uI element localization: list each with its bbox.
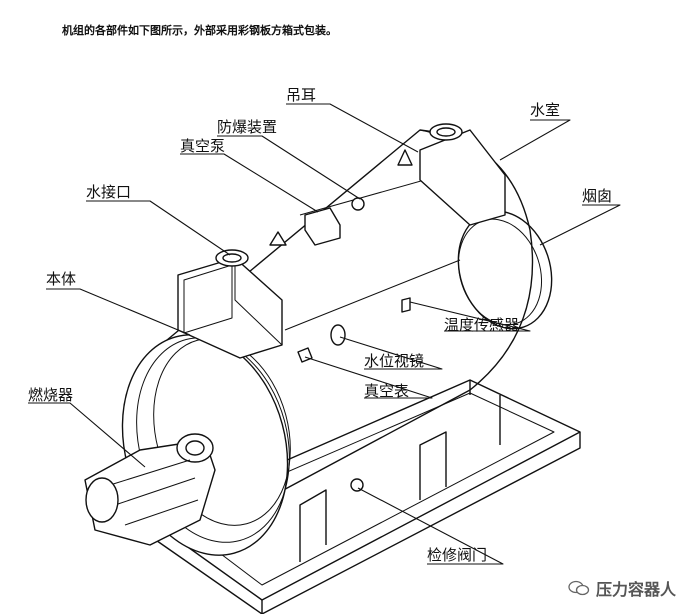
caption: 机组的各部件如下图所示，外部采用彩钢板方箱式包装。	[62, 24, 337, 37]
label-vacuum-gauge: 真空表	[364, 382, 410, 400]
label-chimney: 烟囱	[582, 187, 613, 205]
base-frame	[149, 379, 581, 614]
label-body: 本体	[46, 270, 77, 288]
wechat-icon	[568, 580, 590, 596]
burner-graphic	[84, 433, 216, 546]
watermark: 压力容器人	[568, 576, 676, 600]
label-water-chamber: 水室	[530, 101, 561, 119]
label-temp-sensor: 温度传感器	[444, 316, 520, 334]
label-water-level-glass: 水位视镜	[364, 352, 425, 370]
label-burner: 燃烧器	[28, 386, 74, 404]
label-vacuum-pump: 真空泵	[180, 137, 226, 155]
watermark-text: 压力容器人	[595, 580, 676, 599]
label-lifting-lug: 吊耳	[286, 86, 317, 104]
label-explosion-proof: 防爆装置	[217, 118, 278, 136]
leader-lines	[28, 103, 621, 565]
label-service-valve: 检修阀门	[427, 546, 488, 564]
label-water-connection: 水接口	[86, 183, 132, 201]
